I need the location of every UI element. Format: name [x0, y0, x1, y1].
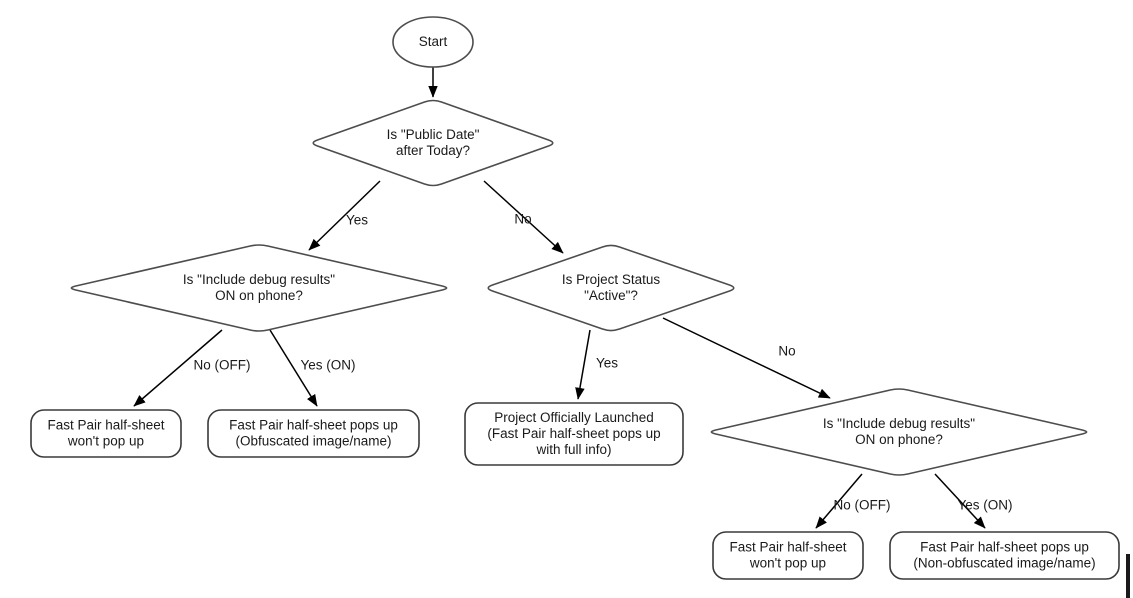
node-start[interactable]: Start	[392, 16, 474, 68]
edge-label: Yes	[596, 356, 618, 371]
node-label: Project Officially Launched(Fast Pair ha…	[487, 410, 660, 457]
edge-e-projstatus-no: No	[662, 317, 831, 399]
edge-e-publicdate-yes: Yes	[308, 180, 381, 251]
edge-e-debugleft-yes: Yes (ON)	[269, 329, 356, 407]
rounded-rect-shape	[464, 402, 684, 466]
edge-label: Yes (ON)	[300, 358, 355, 373]
rounded-rect-shape	[207, 409, 420, 458]
edge-e-projstatus-yes: Yes	[575, 329, 618, 400]
node-label: Is "Include debug results"ON on phone?	[183, 272, 335, 303]
edge-label: Yes	[346, 213, 368, 228]
edge-label: No	[514, 212, 531, 227]
edge-line	[308, 180, 381, 251]
edge-label: Yes (ON)	[957, 498, 1012, 513]
node-project_status[interactable]: Is Project Status"Active"?	[487, 244, 735, 332]
edge-label: No	[778, 344, 795, 359]
nodes-layer: Start Is "Public Date"after Today? Is "Inc…	[30, 16, 1120, 580]
edge-e-publicdate-no: No	[483, 180, 564, 254]
edge-line	[662, 317, 831, 399]
diamond-shape	[710, 388, 1088, 476]
edge-line	[269, 329, 318, 407]
node-label: Is "Include debug results"ON on phone?	[823, 416, 975, 447]
node-label: Start	[419, 34, 448, 49]
node-debug_left[interactable]: Is "Include debug results"ON on phone?	[70, 244, 448, 332]
diamond-shape	[70, 244, 448, 332]
node-label: Fast Pair half-sheet pops up(Non-obfusca…	[913, 539, 1095, 570]
rounded-rect-shape	[30, 409, 182, 458]
rounded-rect-shape	[712, 531, 864, 580]
edge-line	[815, 473, 863, 529]
edge-line	[133, 329, 223, 407]
edge-line	[934, 473, 986, 529]
diamond-shape	[487, 244, 735, 332]
edge-line	[483, 180, 564, 254]
node-label: Is Project Status"Active"?	[562, 272, 661, 303]
edge-label: No (OFF)	[834, 498, 891, 513]
edge-line	[575, 329, 591, 400]
rounded-rect-shape	[889, 531, 1120, 580]
edge-e-debugleft-no: No (OFF)	[133, 329, 251, 407]
edge-label: No (OFF)	[194, 358, 251, 373]
ellipse-shape	[392, 16, 474, 68]
node-project_launched[interactable]: Project Officially Launched(Fast Pair ha…	[464, 402, 684, 466]
edge-e-debugright-yes: Yes (ON)	[934, 473, 1013, 529]
node-label: Fast Pair half-sheet pops up(Obfuscated …	[229, 417, 398, 448]
node-debug_right[interactable]: Is "Include debug results"ON on phone?	[710, 388, 1088, 476]
node-label: Is "Public Date"after Today?	[387, 127, 480, 158]
right-edge-artifact	[1126, 554, 1130, 598]
node-left_obfuscated[interactable]: Fast Pair half-sheet pops up(Obfuscated …	[207, 409, 420, 458]
edge-e-debugright-no: No (OFF)	[815, 473, 891, 529]
diamond-shape	[312, 99, 554, 187]
node-public_date[interactable]: Is "Public Date"after Today?	[312, 99, 554, 187]
node-right_nonobfuscated[interactable]: Fast Pair half-sheet pops up(Non-obfusca…	[889, 531, 1120, 580]
